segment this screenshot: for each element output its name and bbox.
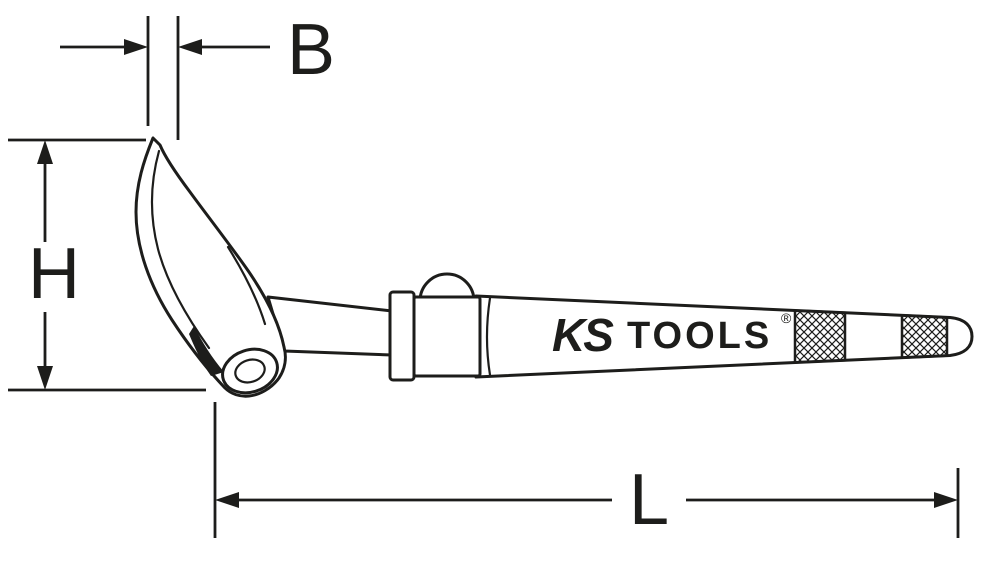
claw-eye xyxy=(221,347,279,395)
claw-slot xyxy=(189,326,224,376)
handle-body xyxy=(474,294,974,379)
tool-drawing: KS TOOLS ® xyxy=(134,136,974,398)
dim-l-arrowhead-left xyxy=(215,492,239,508)
knurl-band-2 xyxy=(900,313,949,360)
brand-registered-mark: ® xyxy=(781,310,792,326)
shaft xyxy=(266,295,394,357)
dim-b-label: B xyxy=(287,10,335,90)
dim-l-arrowhead-right xyxy=(934,492,958,508)
brand-tools-text: TOOLS xyxy=(627,315,772,357)
claw-head-outline xyxy=(134,136,287,398)
dim-h-label: H xyxy=(28,234,80,314)
dim-h-arrowhead-bottom xyxy=(37,366,53,390)
handle-grip-line xyxy=(485,296,492,377)
brand-logo: KS TOOLS ® xyxy=(552,309,792,361)
knurl-band-1 xyxy=(793,309,847,364)
claw-eye-inner xyxy=(234,358,266,384)
brand-ks-text: KS xyxy=(552,309,614,361)
dimension-h: H xyxy=(8,138,206,392)
claw-blade-edge-line xyxy=(150,149,211,350)
dimension-b: B xyxy=(60,10,335,140)
collar-ring xyxy=(388,290,416,382)
collar-body xyxy=(412,295,482,378)
dim-b-arrowhead-right xyxy=(178,39,202,55)
dimension-l: L xyxy=(213,402,960,540)
dim-h-arrowhead-top xyxy=(37,140,53,164)
claw-body-line xyxy=(226,245,267,326)
dim-l-label: L xyxy=(629,460,669,540)
dim-b-arrowhead-left xyxy=(124,39,148,55)
